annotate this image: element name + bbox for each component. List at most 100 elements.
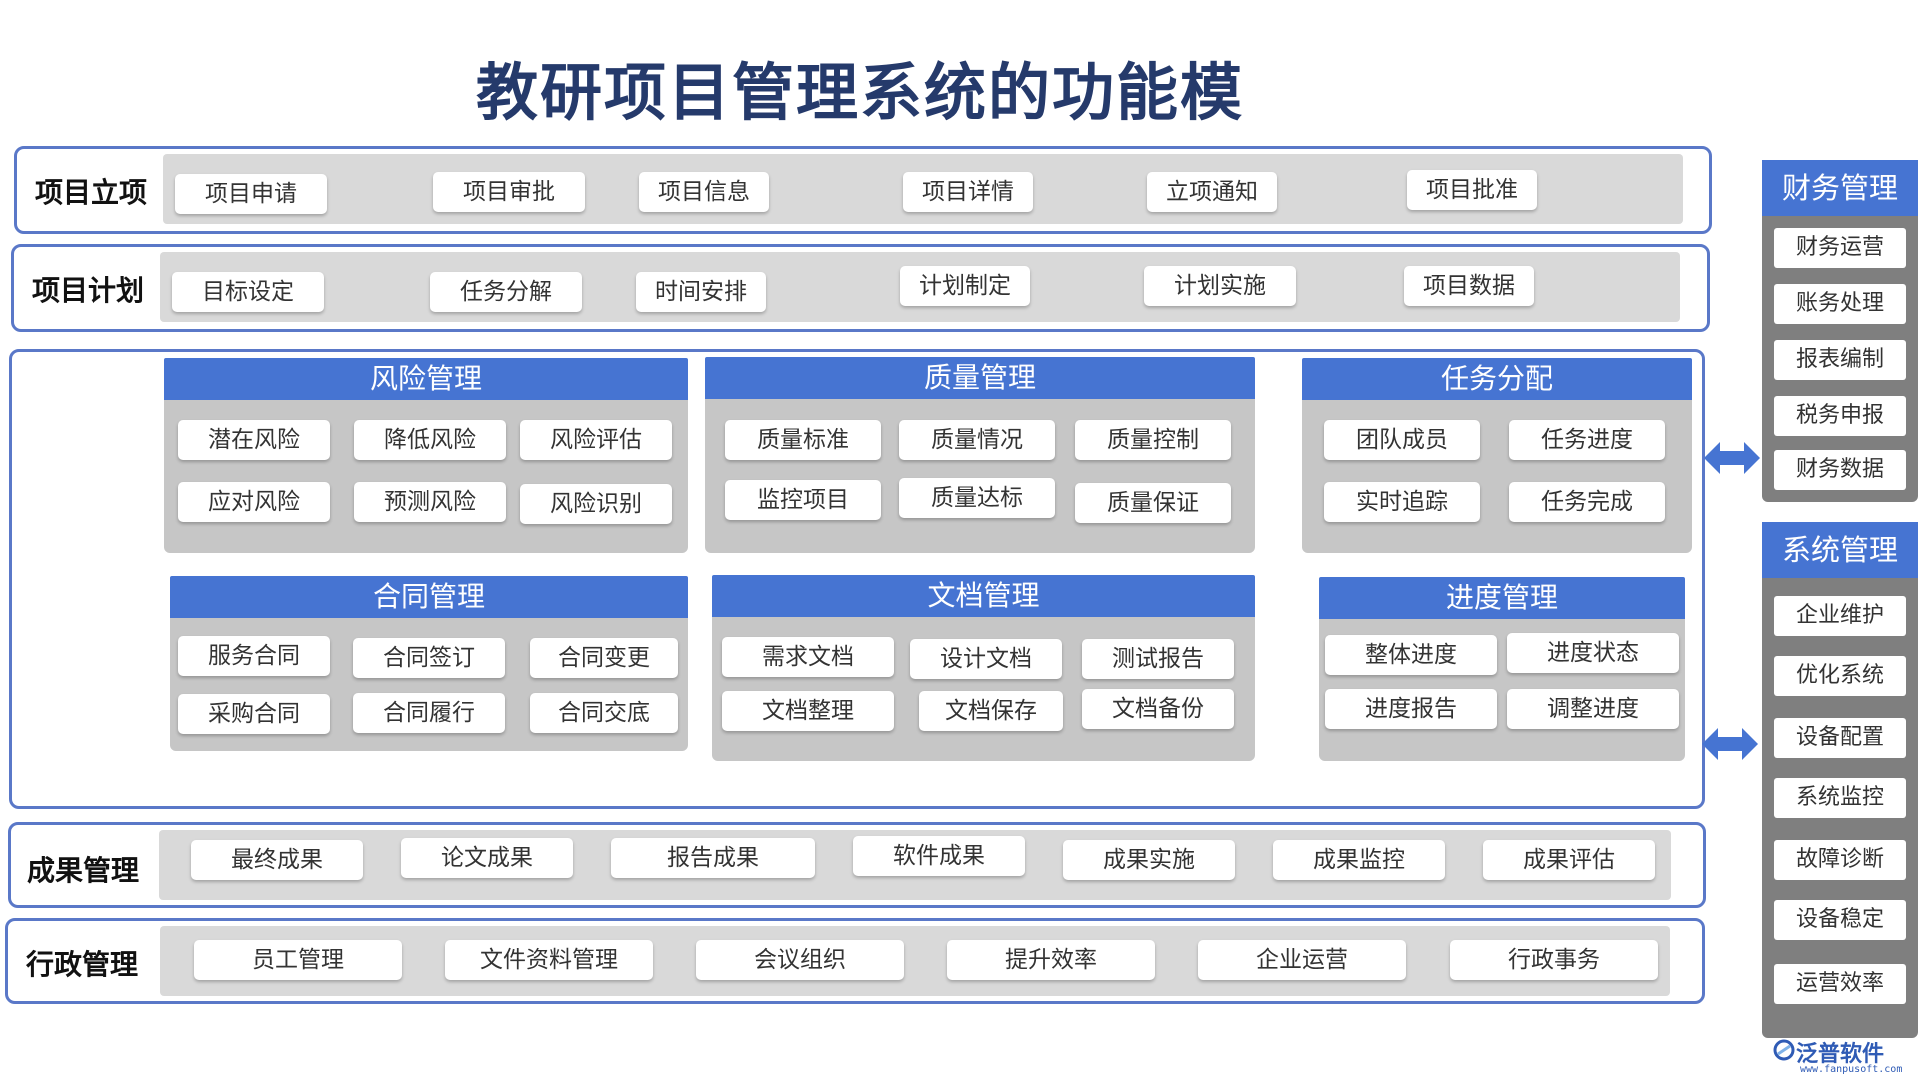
side-finance: 财务管理 财务运营 账务处理 报表编制 税务申报 财务数据: [1762, 160, 1918, 502]
item-progress-1[interactable]: 整体进度: [1325, 635, 1497, 675]
band-panel-results: 最终成果 论文成果 报告成果 软件成果 成果实施 成果监控 成果评估: [159, 830, 1671, 900]
item-results-2[interactable]: 论文成果: [401, 838, 573, 878]
item-contract-5[interactable]: 合同履行: [353, 693, 505, 733]
item-finance-5[interactable]: 财务数据: [1774, 450, 1906, 490]
module-quality: 质量管理 质量标准 质量情况 质量控制 监控项目 质量达标 质量保证: [705, 357, 1255, 553]
double-arrow-icon-finance: [1704, 442, 1760, 474]
item-progress-2[interactable]: 进度状态: [1507, 633, 1679, 673]
item-risk-3[interactable]: 风险评估: [520, 420, 672, 460]
item-risk-5[interactable]: 预测风险: [354, 482, 506, 522]
module-progress-title: 进度管理: [1319, 577, 1685, 619]
middle-modules-frame: 风险管理 潜在风险 降低风险 风险评估 应对风险 预测风险 风险识别 质量管理 …: [9, 349, 1705, 809]
item-project-setup-1[interactable]: 项目申请: [175, 174, 327, 214]
item-finance-4[interactable]: 税务申报: [1774, 396, 1906, 436]
item-admin-1[interactable]: 员工管理: [194, 940, 402, 980]
module-contract: 合同管理 服务合同 合同签订 合同变更 采购合同 合同履行 合同交底: [170, 576, 688, 751]
item-quality-4[interactable]: 监控项目: [725, 480, 881, 520]
item-system-4[interactable]: 系统监控: [1774, 778, 1906, 818]
item-project-plan-1[interactable]: 目标设定: [172, 272, 324, 312]
band-label-results: 成果管理: [27, 854, 140, 887]
item-admin-3[interactable]: 会议组织: [696, 940, 904, 980]
double-arrow-icon-system: [1702, 728, 1758, 760]
item-admin-5[interactable]: 企业运营: [1198, 940, 1406, 980]
item-contract-1[interactable]: 服务合同: [178, 636, 330, 676]
item-quality-3[interactable]: 质量控制: [1075, 420, 1231, 460]
item-task-1[interactable]: 团队成员: [1324, 420, 1480, 460]
item-project-plan-3[interactable]: 时间安排: [636, 272, 766, 312]
logo-text: 泛普软件: [1796, 1042, 1885, 1067]
item-finance-1[interactable]: 财务运营: [1774, 228, 1906, 268]
item-task-4[interactable]: 任务完成: [1509, 482, 1665, 522]
band-label-project-setup: 项目立项: [35, 176, 148, 209]
item-risk-2[interactable]: 降低风险: [354, 420, 506, 460]
side-system: 系统管理 企业维护 优化系统 设备配置 系统监控 故障诊断 设备稳定 运营效率: [1762, 522, 1918, 1038]
item-task-2[interactable]: 任务进度: [1509, 420, 1665, 460]
module-quality-title: 质量管理: [705, 357, 1255, 399]
side-system-title: 系统管理: [1762, 522, 1918, 578]
item-results-1[interactable]: 最终成果: [191, 840, 363, 880]
item-system-5[interactable]: 故障诊断: [1774, 840, 1906, 880]
item-system-1[interactable]: 企业维护: [1774, 596, 1906, 636]
item-document-3[interactable]: 测试报告: [1082, 639, 1234, 679]
logo-url: www.fanpusoft.com: [1800, 1064, 1903, 1075]
band-panel-project-setup: 项目申请 项目审批 项目信息 项目详情 立项通知 项目批准: [163, 154, 1683, 224]
item-system-3[interactable]: 设备配置: [1774, 718, 1906, 758]
item-project-setup-3[interactable]: 项目信息: [639, 172, 769, 212]
item-project-plan-4[interactable]: 计划制定: [900, 266, 1030, 306]
side-finance-title: 财务管理: [1762, 160, 1918, 216]
module-progress: 进度管理 整体进度 进度状态 进度报告 调整进度: [1319, 577, 1685, 761]
item-project-setup-5[interactable]: 立项通知: [1147, 172, 1277, 212]
item-document-1[interactable]: 需求文档: [722, 637, 894, 677]
item-project-plan-5[interactable]: 计划实施: [1144, 266, 1296, 306]
item-quality-1[interactable]: 质量标准: [725, 420, 881, 460]
item-results-7[interactable]: 成果评估: [1483, 840, 1655, 880]
item-quality-2[interactable]: 质量情况: [899, 420, 1055, 460]
band-project-plan: 项目计划 目标设定 任务分解 时间安排 计划制定 计划实施 项目数据: [11, 244, 1710, 332]
module-document-title: 文档管理: [712, 575, 1255, 617]
item-project-setup-4[interactable]: 项目详情: [903, 172, 1033, 212]
item-progress-3[interactable]: 进度报告: [1325, 689, 1497, 729]
band-project-setup: 项目立项 项目申请 项目审批 项目信息 项目详情 立项通知 项目批准: [14, 146, 1712, 234]
item-contract-6[interactable]: 合同交底: [530, 693, 678, 733]
band-label-admin: 行政管理: [26, 948, 139, 981]
item-project-setup-2[interactable]: 项目审批: [433, 172, 585, 212]
item-contract-2[interactable]: 合同签订: [353, 638, 505, 678]
item-document-4[interactable]: 文档整理: [722, 691, 894, 731]
item-quality-5[interactable]: 质量达标: [899, 478, 1055, 518]
item-admin-2[interactable]: 文件资料管理: [445, 940, 653, 980]
item-risk-4[interactable]: 应对风险: [178, 482, 330, 522]
item-document-2[interactable]: 设计文档: [910, 639, 1062, 679]
item-progress-4[interactable]: 调整进度: [1507, 689, 1679, 729]
module-risk-title: 风险管理: [164, 358, 688, 400]
item-system-6[interactable]: 设备稳定: [1774, 900, 1906, 940]
item-finance-3[interactable]: 报表编制: [1774, 340, 1906, 380]
band-results: 成果管理 最终成果 论文成果 报告成果 软件成果 成果实施 成果监控 成果评估: [8, 822, 1706, 908]
item-risk-6[interactable]: 风险识别: [520, 484, 672, 524]
band-panel-project-plan: 目标设定 任务分解 时间安排 计划制定 计划实施 项目数据: [160, 252, 1680, 322]
item-results-6[interactable]: 成果监控: [1273, 840, 1445, 880]
item-project-plan-6[interactable]: 项目数据: [1404, 266, 1534, 306]
band-panel-admin: 员工管理 文件资料管理 会议组织 提升效率 企业运营 行政事务: [160, 926, 1670, 996]
module-task: 任务分配 团队成员 任务进度 实时追踪 任务完成: [1302, 358, 1692, 553]
item-system-7[interactable]: 运营效率: [1774, 964, 1906, 1004]
item-document-6[interactable]: 文档备份: [1082, 689, 1234, 729]
item-system-2[interactable]: 优化系统: [1774, 656, 1906, 696]
item-contract-4[interactable]: 采购合同: [178, 694, 330, 734]
band-label-project-plan: 项目计划: [32, 274, 145, 307]
item-document-5[interactable]: 文档保存: [919, 691, 1063, 731]
module-risk: 风险管理 潜在风险 降低风险 风险评估 应对风险 预测风险 风险识别: [164, 358, 688, 553]
item-quality-6[interactable]: 质量保证: [1075, 483, 1231, 523]
item-project-setup-6[interactable]: 项目批准: [1407, 170, 1537, 210]
item-results-5[interactable]: 成果实施: [1063, 840, 1235, 880]
item-results-3[interactable]: 报告成果: [611, 838, 815, 878]
item-admin-4[interactable]: 提升效率: [947, 940, 1155, 980]
item-admin-6[interactable]: 行政事务: [1450, 940, 1658, 980]
item-task-3[interactable]: 实时追踪: [1324, 482, 1480, 522]
module-task-title: 任务分配: [1302, 358, 1692, 400]
item-contract-3[interactable]: 合同变更: [530, 638, 678, 678]
item-results-4[interactable]: 软件成果: [853, 836, 1025, 876]
module-contract-title: 合同管理: [170, 576, 688, 618]
item-risk-1[interactable]: 潜在风险: [178, 420, 330, 460]
item-project-plan-2[interactable]: 任务分解: [430, 272, 582, 312]
item-finance-2[interactable]: 账务处理: [1774, 284, 1906, 324]
